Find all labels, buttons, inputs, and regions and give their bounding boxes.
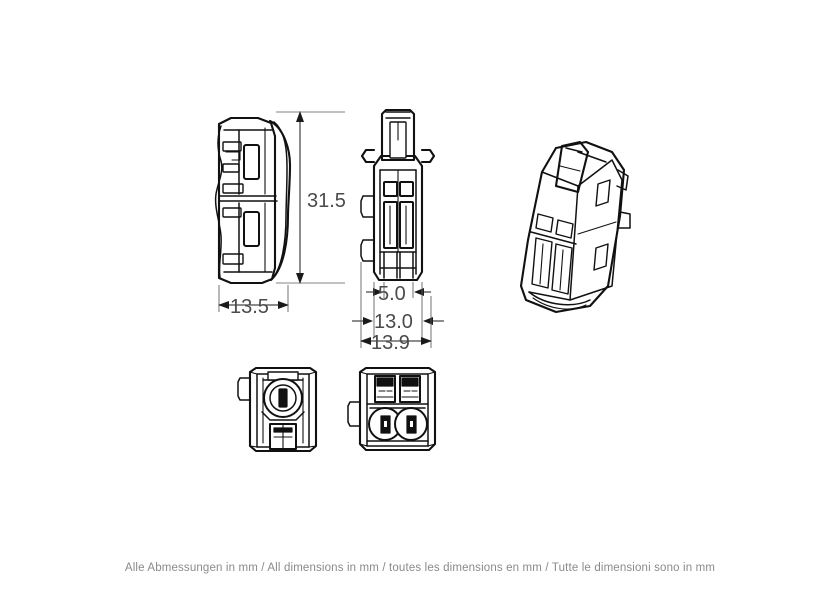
dimension-label-body: 13.0: [374, 311, 413, 333]
isometric-view-drawing: [519, 140, 631, 314]
dimension-label-width-side: 13.5: [230, 296, 269, 318]
dimension-label-inner: 5.0: [378, 283, 406, 305]
dimension-width-13-5: 13.5: [218, 285, 289, 318]
side-view-drawing: [214, 116, 292, 285]
dimension-width-13-9: 13.9: [360, 262, 432, 354]
dimension-width-5-0: 5.0: [366, 282, 431, 305]
bottom-view-drawing: [347, 366, 437, 452]
dimension-width-13-0: 13.0: [352, 282, 444, 338]
top-view-drawing: [237, 366, 318, 453]
dimension-label-overall: 13.9: [371, 332, 410, 354]
front-view-drawing: [360, 108, 436, 282]
dimension-height-31-5: 31.5: [276, 111, 346, 284]
footer-dimension-note: Alle Abmessungen in mm / All dimensions …: [124, 562, 716, 574]
dimension-label-height: 31.5: [307, 190, 346, 212]
